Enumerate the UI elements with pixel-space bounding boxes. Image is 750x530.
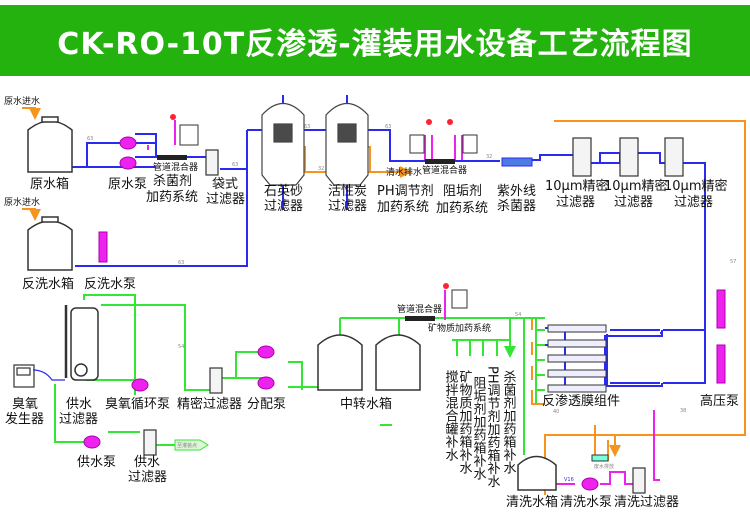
makeup-col-4: PH调节剂加药箱补水 <box>485 366 501 488</box>
makeup-col-5: 杀菌剂加药箱补水 <box>501 370 517 474</box>
label-antiscalant-2: 加药系统 <box>436 201 488 216</box>
makeup-col-2: 矿物质加药箱补水 <box>457 370 473 474</box>
label-precision-filter: 精密过滤器 <box>177 396 242 412</box>
pipe-tag: 57 <box>730 259 736 265</box>
pipe-tag: 63 <box>87 136 93 142</box>
pipe-tag: 63 <box>178 260 184 266</box>
label-fine-filter-c2: 过滤器 <box>674 195 713 210</box>
raw-water-tank <box>27 116 73 173</box>
label-raw-tank: 原水箱 <box>30 176 69 192</box>
label-ozone-pump: 臭氧循环泵 <box>105 397 170 412</box>
label-drain: 清水排水 <box>386 166 422 178</box>
label-bag-filter-1: 袋式 <box>212 177 238 192</box>
raw-inlet-2: 原水进水 <box>4 196 40 208</box>
title-banner: CK-RO-10T反渗透-灌装用水设备工艺流程图 <box>0 5 750 76</box>
label-uv-1: 紫外线 <box>497 184 536 199</box>
to-filling-arrow <box>174 439 209 451</box>
label-fine-filter-b2: 过滤器 <box>614 195 653 210</box>
label-ph-2: 加药系统 <box>377 200 429 215</box>
label-fine-filter-c1: 10μm精密 <box>664 178 727 194</box>
label-mixer-1: 管道混合器 <box>153 161 198 173</box>
label-supply-filter-1: 供水 <box>134 455 160 470</box>
label-waste-drain: 废水排放 <box>594 463 614 470</box>
dosing-valves <box>170 114 453 289</box>
activated-carbon-filter <box>325 102 369 186</box>
dosing-tanks <box>179 124 478 309</box>
label-raw-pump: 原水泵 <box>108 177 147 192</box>
labels: 原水进水 原水进水 原水箱 原水泵 管道混合器 杀菌剂 加药系统 袋式 过滤器 … <box>4 95 739 510</box>
label-supply-filter-2: 过滤器 <box>128 470 167 485</box>
label-mineral-dosing: 矿物质加药系统 <box>428 322 491 334</box>
makeup-col-1: 搅拌混合罐补水 <box>443 369 459 461</box>
label-bactericide-2: 加药系统 <box>146 190 198 205</box>
label-fine-filter-a2: 过滤器 <box>556 195 595 210</box>
label-quartz-2: 过滤器 <box>264 199 303 214</box>
label-backwash-pump: 反洗水泵 <box>84 277 136 292</box>
pipe-tag: 38 <box>680 408 686 414</box>
cleaning-tank <box>517 455 557 491</box>
label-fine-filter-a1: 10μm精密 <box>545 178 608 194</box>
cleaning-pipes <box>147 120 660 485</box>
label-antiscalant-1: 阻垢剂 <box>443 184 482 199</box>
label-ro-membrane: 反渗透膜组件 <box>542 394 620 409</box>
raw-inlet-1: 原水进水 <box>4 95 40 107</box>
label-fine-filter-b1: 10μm精密 <box>604 178 667 194</box>
label-transfer-tank: 中转水箱 <box>340 396 392 412</box>
pipe-tag: 63 <box>304 124 310 130</box>
label-clean-tank: 清洗水箱 <box>506 494 558 510</box>
cartridge-filters <box>143 137 684 494</box>
pipe-tag: 54 <box>178 344 184 350</box>
pipe-tag: 54 <box>515 312 521 318</box>
pipe-tag: 32 <box>318 166 324 172</box>
label-ozone-gen-1: 臭氧 <box>12 397 38 412</box>
label-clean-pump: 清洗水泵 <box>560 495 612 510</box>
pipe-tag: V16 <box>564 477 574 483</box>
backwash-tank <box>27 216 73 271</box>
label-ozone-gen-2: 发生器 <box>5 411 44 427</box>
label-supply-pump: 供水泵 <box>77 455 116 470</box>
supply-filter-tank <box>64 305 99 381</box>
diagram-title: CK-RO-10T反渗透-灌装用水设备工艺流程图 <box>57 26 693 62</box>
label-supply-tank-2: 过滤器 <box>59 412 98 427</box>
pipe-tag: 63 <box>232 162 238 168</box>
label-distribution-pump: 分配泵 <box>247 397 286 412</box>
waste-drain-basin <box>591 454 609 462</box>
makeup-col-3: 阻垢剂加药箱补水 <box>471 376 487 480</box>
label-uv-2: 杀菌器 <box>497 199 536 214</box>
label-supply-tank-1: 供水 <box>66 397 92 412</box>
ozone-generator <box>13 364 65 388</box>
label-high-pressure-pump: 高压泵 <box>700 393 739 409</box>
uv-sterilizer <box>501 157 533 167</box>
label-carbon-1: 活性炭 <box>328 184 367 199</box>
label-quartz-1: 石英砂 <box>264 184 303 199</box>
quartz-sand-filter <box>261 102 305 186</box>
pipe-tag: 63 <box>385 124 391 130</box>
transfer-tanks <box>317 334 421 391</box>
ro-membrane-vessels <box>547 324 607 393</box>
pipe-tag: 40 <box>553 409 559 415</box>
label-mixer-3: 管道混合器 <box>397 303 442 315</box>
pumps <box>83 136 726 491</box>
label-carbon-2: 过滤器 <box>328 199 367 214</box>
label-mixer-2: 管道混合器 <box>422 164 467 176</box>
label-to-filling: 至灌装点 <box>177 442 197 449</box>
pipe-mixers <box>157 155 455 321</box>
label-bag-filter-2: 过滤器 <box>206 192 245 207</box>
label-backwash-tank: 反洗水箱 <box>22 276 74 292</box>
label-clean-filter: 清洗过滤器 <box>614 495 679 510</box>
label-ph-1: PH调节剂 <box>377 184 434 199</box>
label-bactericide-1: 杀菌剂 <box>153 174 192 189</box>
pipe-tag: 32 <box>486 154 492 160</box>
